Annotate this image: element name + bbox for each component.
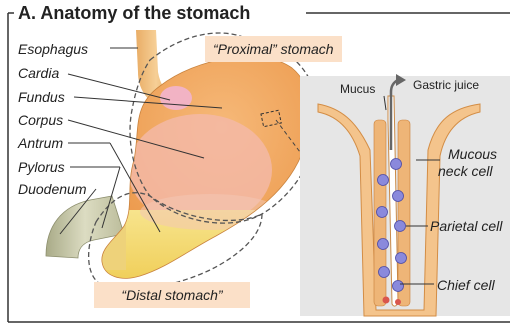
label-chief-cell: Chief cell xyxy=(437,277,495,293)
label-gastric-juice: Gastric juice xyxy=(413,78,479,92)
label-cardia: Cardia xyxy=(18,65,59,81)
cardia-region xyxy=(160,86,192,110)
label-mucous-neck-cell-line1: Mucous xyxy=(448,146,497,162)
label-fundus: Fundus xyxy=(18,89,65,105)
figure-title: A. Anatomy of the stomach xyxy=(14,2,254,24)
label-antrum: Antrum xyxy=(18,135,63,151)
label-parietal-cell: Parietal cell xyxy=(430,218,502,234)
label-pylorus: Pylorus xyxy=(18,159,65,175)
label-mucus: Mucus xyxy=(340,82,375,96)
distal-stomach-tag: “Distal stomach” xyxy=(94,282,250,308)
label-mucous-neck-cell-line2: neck cell xyxy=(438,163,492,179)
label-duodenum: Duodenum xyxy=(18,181,87,197)
proximal-stomach-tag: “Proximal” stomach xyxy=(205,36,342,62)
label-esophagus: Esophagus xyxy=(18,41,88,57)
label-corpus: Corpus xyxy=(18,112,63,128)
